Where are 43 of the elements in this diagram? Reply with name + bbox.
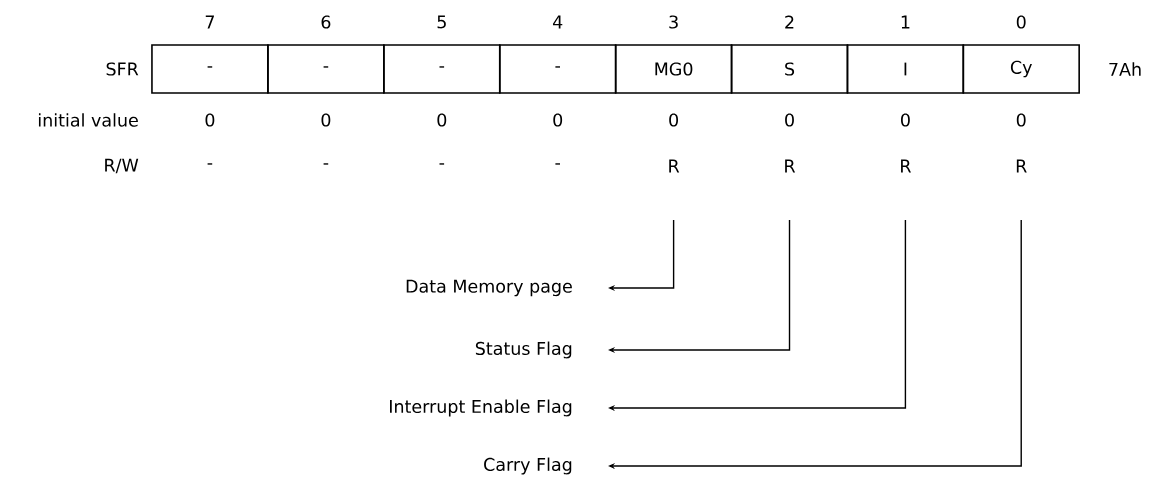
initial-value: 0 — [1016, 113, 1026, 127]
arrow — [608, 219, 675, 292]
access-value: - — [207, 163, 213, 165]
initial-value: 0 — [669, 113, 678, 127]
access-value: R — [1016, 159, 1027, 173]
initial-value: 0 — [785, 113, 794, 127]
bit-number: 1 — [901, 15, 910, 29]
bit-number: 6 — [321, 15, 331, 29]
access-value: - — [439, 163, 445, 165]
arrow — [608, 219, 791, 354]
initial-value: 0 — [901, 113, 910, 127]
address-label: 7Ah — [1109, 62, 1141, 76]
arrow — [608, 219, 1022, 470]
register-cell: MG0 — [614, 44, 733, 94]
bit-number: 0 — [1016, 15, 1026, 29]
description-text: Carry Flag — [484, 457, 572, 475]
access-value: R — [901, 159, 911, 173]
register-cell: - — [151, 44, 269, 94]
bit-number: 2 — [785, 15, 794, 29]
row-label: R/W — [105, 158, 139, 174]
bit-number: 7 — [205, 15, 214, 29]
description-text: Status Flag — [475, 341, 572, 359]
register-cell: - — [498, 44, 617, 94]
access-value: - — [323, 163, 329, 165]
bit-number: 4 — [553, 15, 563, 29]
bit-number: 5 — [437, 15, 446, 29]
bit-number: 3 — [669, 15, 678, 29]
description-text: Interrupt Enable Flag — [390, 399, 572, 417]
initial-value: 0 — [205, 113, 215, 127]
access-value: R — [785, 159, 796, 173]
row-label: initial value — [38, 113, 138, 127]
initial-value: 0 — [437, 113, 447, 127]
register-cell: I — [846, 44, 965, 94]
access-value: - — [555, 163, 560, 165]
register-cell: Cy — [962, 44, 1080, 94]
register-cell: - — [383, 44, 501, 94]
initial-value: 0 — [553, 113, 563, 127]
access-value: R — [669, 159, 680, 173]
register-cell: S — [730, 44, 849, 94]
description-text: Data Memory page — [406, 279, 572, 297]
register-cell: - — [267, 44, 385, 94]
arrow — [608, 219, 907, 412]
initial-value: 0 — [321, 113, 331, 127]
